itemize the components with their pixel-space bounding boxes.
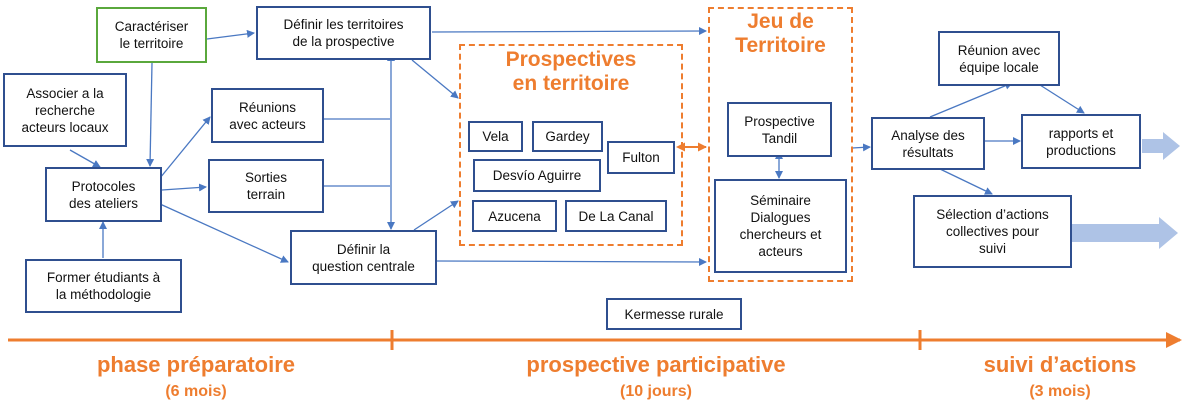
node-rapports-productions: rapports et productions [1021, 114, 1141, 169]
big-arrow-selection [1072, 217, 1178, 249]
node-fulton: Fulton [607, 141, 675, 174]
group-jeu-title: Jeu de Territoire [735, 10, 826, 57]
arrow-protocoles-question [159, 203, 289, 263]
arrow-definir-prospectives [411, 59, 459, 99]
node-analyse-resultats: Analyse des résultats [871, 117, 985, 170]
node-kermesse-rurale: Kermesse rurale [606, 298, 742, 330]
phase-duration-participative: (10 jours) [619, 383, 692, 400]
arrow-caracteriser-definir [206, 29, 255, 40]
arrow-associer-protocoles [69, 149, 101, 168]
group-prospectives-en-territoire [459, 44, 683, 246]
phase-label-suivi: suivi d’actions [983, 352, 1137, 377]
arrow-analyse-reunion [929, 81, 1013, 118]
node-reunion-equipe: Réunion avec équipe locale [938, 31, 1060, 86]
phase-label-preparatoire: phase préparatoire [96, 352, 296, 377]
arrow-caracteriser-protocoles [146, 62, 155, 167]
node-former-etudiants: Former étudiants à la méthodologie [25, 259, 182, 313]
node-prospective-tandil: Prospective Tandil [727, 102, 832, 157]
node-selection-actions: Sélection d’actions collectives pour sui… [913, 195, 1072, 268]
node-azucena: Azucena [472, 200, 557, 232]
node-desvio-aguirre: Desvío Aguirre [473, 159, 601, 192]
arrow-protocoles-sorties [161, 183, 207, 192]
arrow-question-jeu [436, 257, 707, 266]
node-associer-acteurs: Associer a la recherche acteurs locaux [3, 73, 127, 147]
node-de-la-canal: De La Canal [565, 200, 667, 232]
node-caracteriser-territoire: Caractériser le territoire [96, 7, 207, 63]
arrow-protocoles-reunions [159, 116, 211, 179]
arrow-reunion-rapports [1039, 84, 1085, 114]
arrow-question-prospectives [413, 200, 459, 231]
node-definir-question: Définir la question centrale [290, 230, 437, 285]
group-prospectives-title: Prospectives en territoire [505, 48, 637, 95]
node-protocoles-ateliers: Protocoles des ateliers [45, 167, 162, 222]
node-gardey: Gardey [532, 121, 603, 152]
arrow-definir-jeu [431, 27, 707, 36]
node-sorties-terrain: Sorties terrain [208, 159, 324, 213]
node-seminaire: Séminaire Dialogues chercheurs et acteur… [714, 179, 847, 273]
arrow-jeu-analyse [851, 143, 871, 152]
node-vela: Vela [468, 121, 523, 152]
phase-duration-preparatoire: (6 mois) [165, 383, 227, 400]
phase-label-participative: prospective participative [526, 352, 786, 377]
arrow-analyse-selection [939, 168, 993, 195]
phase-duration-suivi: (3 mois) [1029, 383, 1091, 400]
node-definir-territoires: Définir les territoires de la prospectiv… [256, 6, 431, 60]
node-reunions-acteurs: Réunions avec acteurs [211, 88, 324, 143]
group-jeu-de-territoire [708, 7, 853, 282]
big-arrow-rapports [1142, 132, 1180, 160]
